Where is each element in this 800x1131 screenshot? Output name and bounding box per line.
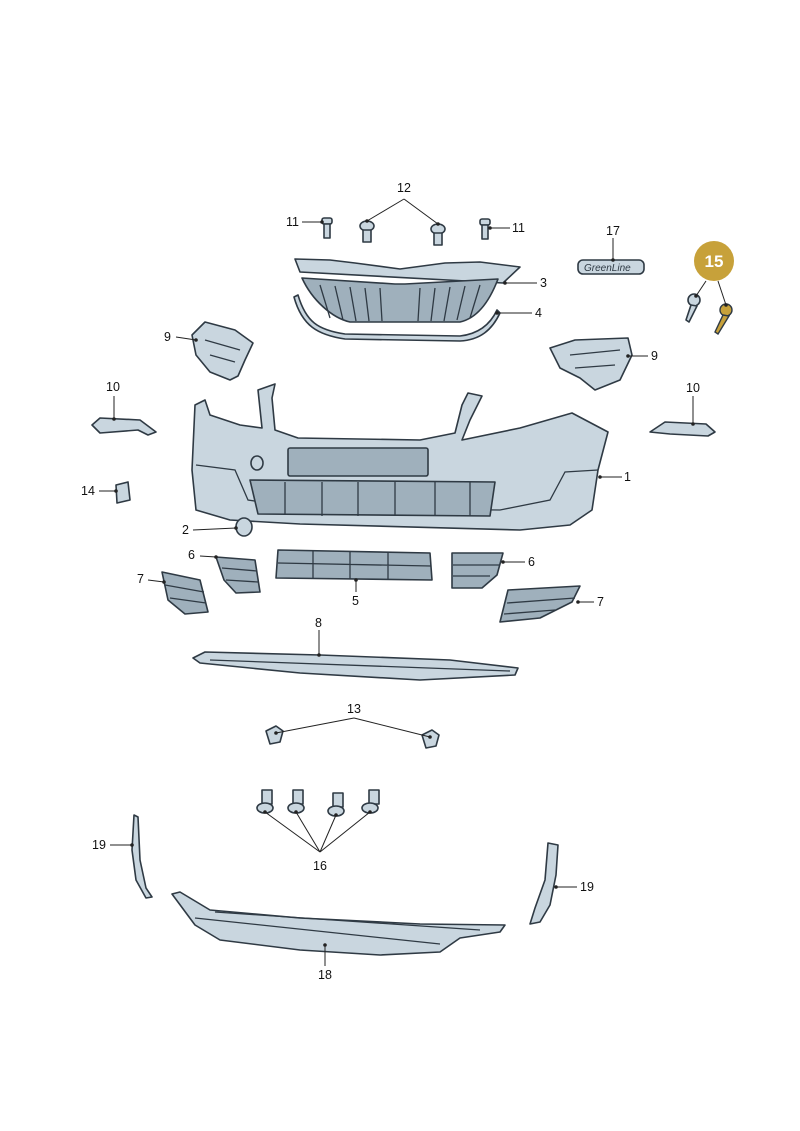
callout-6-right-label: 6: [528, 555, 535, 569]
callout-9-right-label: 9: [651, 349, 658, 363]
screw-16-b: [287, 789, 305, 814]
callout-14-label: 14: [81, 484, 95, 498]
callout-12-label: 12: [397, 181, 411, 195]
callout-11-right-label: 11: [512, 221, 525, 235]
bracket-9-right-detail: [569, 349, 621, 369]
callout-1-label: 1: [624, 470, 631, 484]
emblem-label: GreenLine: [584, 263, 631, 274]
callout-5-label: 5: [352, 594, 359, 608]
callout-17-label: 17: [606, 224, 620, 238]
grille-6-right: [451, 552, 504, 589]
bolt-11-left: [321, 217, 333, 239]
grille-6-left-slats: [221, 567, 259, 583]
screw-15-right: [714, 303, 733, 335]
bumper-grille-ribs: [284, 482, 471, 516]
fog-grille-7-right: [499, 585, 581, 623]
fog-grille-7-right-slats: [503, 597, 576, 615]
callout-19-right-label: 19: [580, 880, 594, 894]
callout-7-left-label: 7: [137, 572, 144, 586]
callout-7-right-label: 7: [597, 595, 604, 609]
grille-slats: [319, 284, 481, 322]
bumper-lower-grille-opening: [249, 479, 496, 517]
screw-16-a: [256, 789, 274, 814]
clip-13-left: [265, 725, 284, 745]
grille-6-left: [215, 556, 261, 594]
clip-14: [115, 481, 131, 504]
callout-10-right-label: 10: [686, 381, 700, 395]
bumper-plate-recess: [287, 447, 429, 477]
callout-2-label: 2: [182, 523, 189, 537]
callout-18-label: 18: [318, 968, 332, 982]
front-spoiler-18: [171, 891, 506, 956]
bracket-9-left: [191, 321, 254, 381]
leader-lines: [99, 198, 728, 966]
callout-3-label: 3: [540, 276, 547, 290]
tow-eye-opening: [250, 455, 264, 471]
callout-15-label: 15: [705, 252, 724, 271]
callout-9-left-label: 9: [164, 330, 171, 344]
bracket-9-left-detail: [204, 339, 241, 363]
fog-grille-7-left-slats: [164, 584, 207, 604]
tow-eye-cap-2: [235, 517, 253, 537]
callout-4-label: 4: [535, 306, 542, 320]
callout-6-left-label: 6: [188, 548, 195, 562]
grille-frame-3: [294, 258, 521, 284]
clip-13-right: [421, 729, 440, 749]
clip-12-right: [430, 223, 446, 246]
callout-10-left-label: 10: [106, 380, 120, 394]
greenline-emblem-17: GreenLine: [577, 259, 645, 275]
side-trim-19-right: [529, 842, 559, 925]
screw-16-d: [361, 789, 380, 814]
badge-15: 15: [694, 241, 734, 281]
fog-grille-7-left: [161, 571, 209, 615]
mount-10-left: [91, 417, 157, 436]
callout-11-left-label: 11: [286, 215, 299, 229]
radiator-grille: [301, 277, 499, 323]
bracket-9-right: [549, 337, 633, 391]
center-grille-5-ribs: [277, 550, 432, 580]
bolt-11-right: [479, 218, 491, 240]
callout-13-label: 13: [347, 702, 361, 716]
callout-8-label: 8: [315, 616, 322, 630]
reinforcement-8-detail: [209, 659, 511, 672]
grille-6-right-slats: [453, 564, 500, 577]
screw-16-c: [327, 792, 345, 817]
mount-10-right: [649, 421, 716, 437]
spoiler-18-detail: [194, 911, 481, 945]
side-trim-19-left: [131, 814, 153, 899]
screw-15-left: [685, 293, 701, 323]
lower-reinforcement-8: [192, 651, 519, 681]
clip-12-left: [359, 220, 375, 243]
callout-16-label: 16: [313, 859, 327, 873]
callout-19-left-label: 19: [92, 838, 106, 852]
